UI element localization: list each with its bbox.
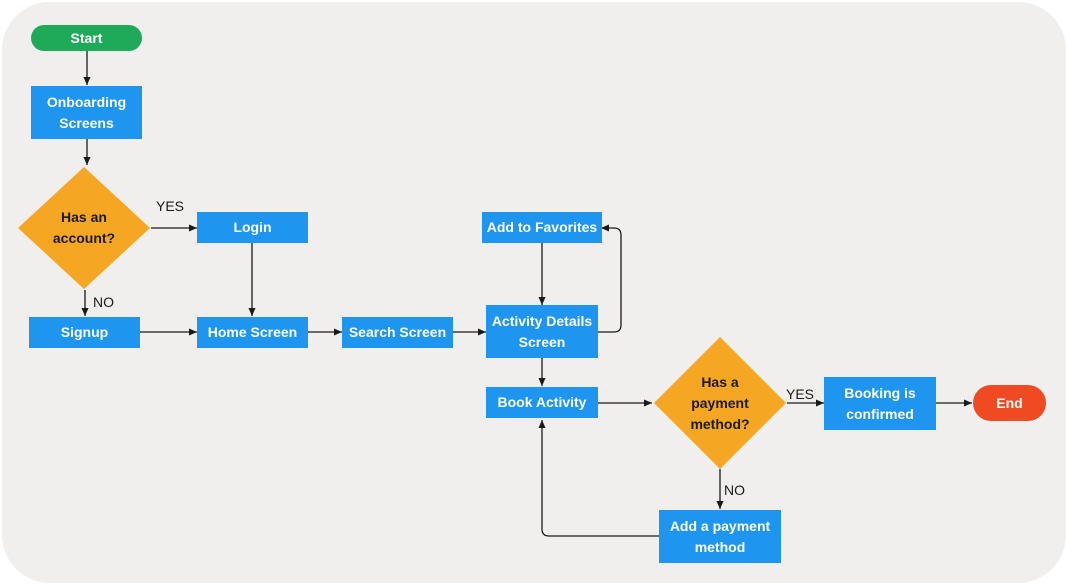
search-screen-node: Search Screen — [342, 317, 453, 348]
has-account-diamond — [18, 167, 150, 289]
payment-yes-label: YES — [786, 386, 815, 402]
end-node: End — [973, 385, 1046, 421]
has-account-label: Has an account? — [52, 209, 116, 246]
onboarding-screens-node: Onboarding Screens — [31, 86, 142, 139]
activity-details-node: Activity Details Screen — [486, 305, 598, 358]
booking-confirmed-node: Booking is confirmed — [824, 377, 936, 430]
login-node: Login — [197, 212, 308, 243]
account-yes-label: YES — [156, 198, 185, 214]
payment-no-label: NO — [724, 482, 745, 498]
edge-addpayment-book — [538, 420, 659, 537]
edge-details-favorites — [598, 224, 622, 333]
signup-node: Signup — [29, 317, 140, 348]
add-to-favorites-node: Add to Favorites — [482, 212, 602, 243]
has-payment-diamond — [654, 337, 786, 469]
has-payment-label: Has a payment method? — [690, 373, 750, 432]
account-no-label: NO — [93, 294, 114, 310]
add-payment-method-node: Add a payment method — [659, 510, 781, 563]
book-activity-node: Book Activity — [486, 387, 598, 418]
home-screen-node: Home Screen — [197, 317, 308, 348]
start-node: Start — [31, 25, 142, 51]
